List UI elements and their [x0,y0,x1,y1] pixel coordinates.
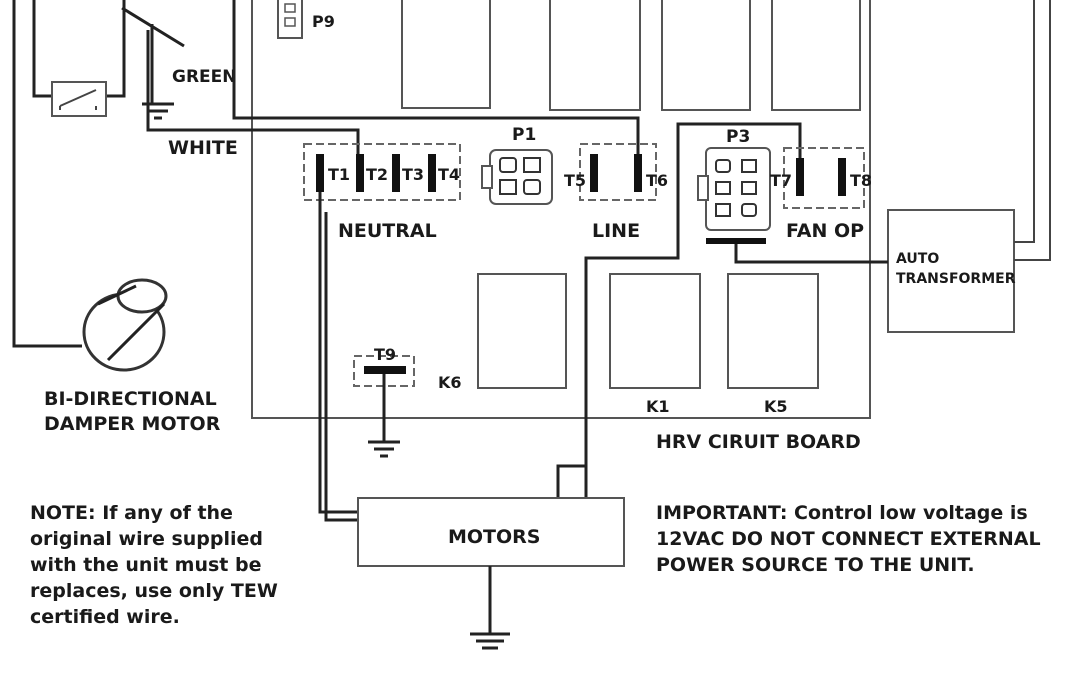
important-text: IMPORTANT: Control low voltage is 12VAC … [656,500,1066,578]
note-body: : If any of the original wire supplied w… [30,502,278,628]
switch-body [51,81,107,117]
ground-symbol-motors [470,632,510,650]
damper-wire [12,0,82,348]
auto-label: AUTO [896,251,939,267]
switch-wire [32,0,126,98]
line-label: LINE [592,220,640,242]
transformer-right-wires [1014,0,1051,261]
t4-terminal [428,154,436,192]
damper-label-line2: DAMPER MOTOR [44,413,221,435]
t8-terminal [838,158,846,196]
p1-label: P1 [512,125,536,145]
relay-top-4 [771,0,861,111]
k5-label: K5 [764,397,788,416]
fan-op-label: FAN OP [786,220,864,242]
relay-top-1 [401,0,491,109]
damper-motor-symbol [82,278,168,372]
green-label: GREEN [172,67,237,87]
neutral-label: NEUTRAL [338,220,437,242]
p1-connector [481,149,553,205]
relay-k1 [609,273,701,389]
fan-wire [676,122,802,240]
neutral-to-motors-wire [318,192,358,522]
line-terminal-block [579,143,657,201]
transformer-wire-to-p3 [734,244,888,264]
t6-terminal [634,154,642,192]
motors-box [357,497,625,567]
ground-symbol-t9 [368,440,400,458]
t5-label: T5 [564,171,586,190]
t4-label: T4 [438,165,460,184]
t7-label: T7 [770,171,792,190]
k1-label: K1 [646,397,670,416]
note-prefix: NOTE [30,502,88,524]
p9-label: P9 [312,12,335,31]
auto-transformer-box [887,209,1015,333]
motors-label: MOTORS [448,526,541,548]
p3-label: P3 [726,127,750,147]
p3-connector [697,147,771,244]
t6-label: T6 [646,171,668,190]
relay-top-3 [661,0,751,111]
neutral-terminal-block [303,143,461,201]
k6-label: K6 [438,373,462,392]
damper-label-line1: BI-DIRECTIONAL [44,388,217,410]
t8-label: T8 [850,171,872,190]
t9-terminal [364,366,406,374]
white-label: WHITE [168,137,238,159]
t3-terminal [392,154,400,192]
p3-to-motors-wire [556,240,680,498]
t3-label: T3 [402,165,424,184]
t9-label: T9 [374,345,396,364]
important-body: : Control low voltage is 12VAC DO NOT CO… [656,502,1041,576]
relay-top-2 [549,0,641,111]
t1-terminal [316,154,324,192]
fan-op-terminal-block [783,147,865,209]
important-prefix: IMPORTANT [656,502,780,524]
t2-label: T2 [366,165,388,184]
transformer-label: TRANSFORMER [896,271,1016,287]
relay-k5 [727,273,819,389]
t1-label: T1 [328,165,350,184]
board-label: HRV CIRUIT BOARD [656,431,861,453]
relay-k6 [477,273,567,389]
line-wire [232,0,640,158]
t2-terminal [356,154,364,192]
t5-terminal [590,154,598,192]
t7-terminal [796,158,804,196]
green-wire [121,6,185,104]
note-text: NOTE: If any of the original wire suppli… [30,500,292,630]
